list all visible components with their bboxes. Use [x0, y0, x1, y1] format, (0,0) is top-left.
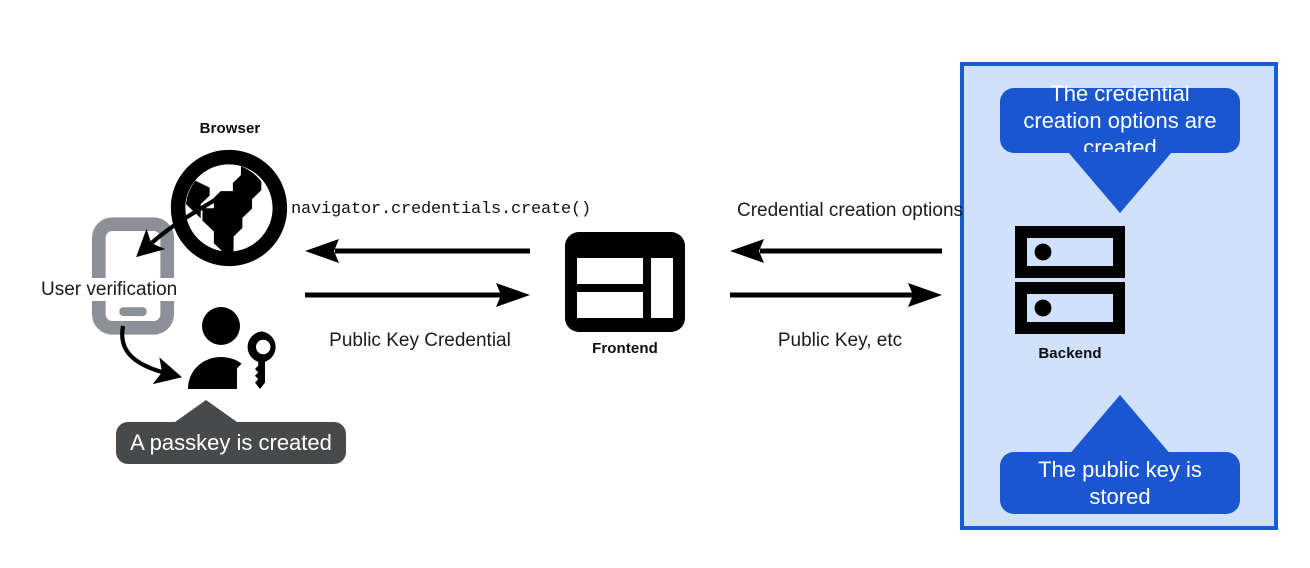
server-rack-icon [1015, 226, 1125, 334]
public-key-stored-callout-tail [1068, 395, 1172, 456]
passkey-callout-tail [168, 400, 244, 427]
frontend-label: Frontend [592, 340, 658, 357]
smartphone-icon [91, 217, 175, 335]
browser-label: Browser [199, 120, 261, 137]
arrow-browser-to-frontend [305, 283, 530, 307]
user-verification-label-wrap: User verification [38, 278, 181, 301]
credential-creation-options-label: Credential creation options [736, 200, 964, 221]
layout-window-icon [565, 232, 685, 332]
passkey-created-callout-text: A passkey is created [130, 430, 332, 456]
options-created-callout-tail [1068, 152, 1172, 213]
options-created-callout-text: The credential creation options are crea… [1023, 80, 1217, 161]
person-with-key-icon [188, 307, 276, 389]
backend-label: Backend [1038, 345, 1102, 362]
arrow-phone-to-user [120, 325, 183, 385]
navigator-create-label: navigator.credentials.create() [291, 200, 592, 219]
user-verification-label: User verification [38, 278, 181, 301]
globe-icon [170, 149, 288, 267]
options-created-callout: The credential creation options are crea… [1000, 81, 1240, 160]
arrow-browser-to-phone [136, 196, 220, 258]
public-key-stored-callout-text: The public key is stored [1038, 456, 1202, 509]
arrow-frontend-to-browser [305, 239, 530, 263]
arrow-frontend-to-backend [730, 283, 942, 307]
public-key-stored-callout: The public key is stored [1000, 452, 1240, 514]
public-key-etc-label: Public Key, etc [777, 330, 903, 351]
public-key-credential-label: Public Key Credential [329, 330, 511, 351]
arrow-backend-to-frontend [730, 239, 942, 263]
passkey-created-callout: A passkey is created [116, 422, 346, 464]
